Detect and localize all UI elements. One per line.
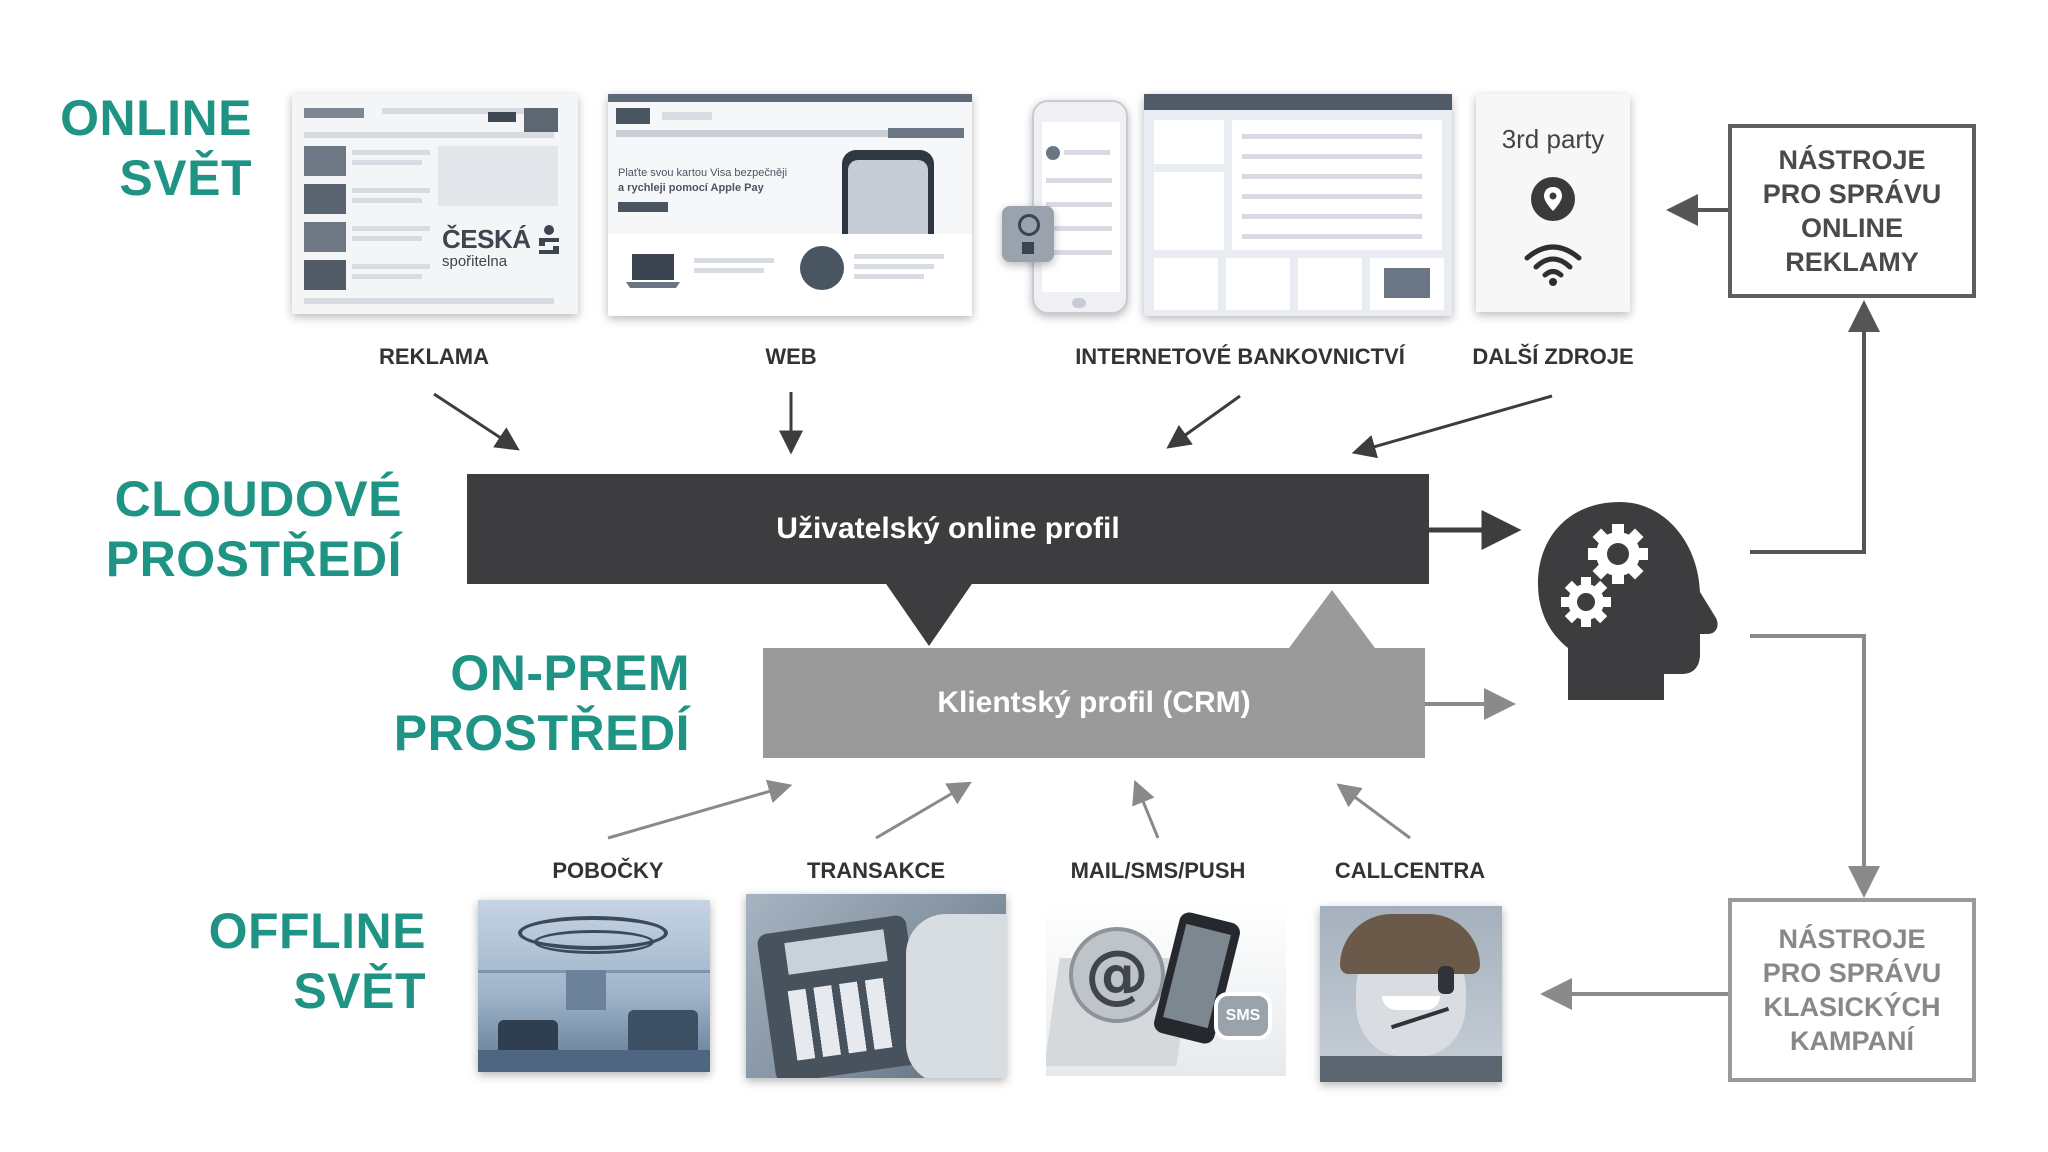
tools-classic-line4: KAMPANÍ bbox=[1789, 1026, 1914, 1056]
source-label-messaging: MAIL/SMS/PUSH bbox=[1070, 858, 1246, 883]
arrow-other-to-profile bbox=[1351, 394, 1553, 459]
ad-brand-subtitle: spořitelna bbox=[442, 253, 508, 270]
crm-profile-label: Klientský profil (CRM) bbox=[937, 686, 1251, 719]
laptop-icon bbox=[626, 254, 680, 288]
arrow-reklama-to-profile bbox=[433, 392, 520, 451]
at-sign-icon: @ bbox=[1069, 927, 1165, 1023]
tools-classic-line1: NÁSTROJE bbox=[1778, 924, 1926, 954]
tools-online-line2: PRO SPRÁVU bbox=[1762, 179, 1942, 209]
arrow-branches-to-crm bbox=[607, 779, 793, 840]
online-profile-pointer bbox=[882, 578, 976, 646]
web-promo-line1: Plaťte svou kartou Visa bezpečněji bbox=[618, 167, 788, 179]
ceska-sporitelna-ad: ČESKÁ spořitelna bbox=[442, 224, 566, 280]
zone-cloud-line1: CLOUDOVÉ bbox=[114, 471, 402, 527]
zone-offline-line1: OFFLINE bbox=[208, 903, 426, 959]
crm-profile-pointer bbox=[1286, 590, 1378, 652]
zone-online-heading: ONLINE SVĚT bbox=[40, 88, 252, 208]
tools-classic-line3: KLASICKÝCH bbox=[1763, 992, 1941, 1022]
sms-bubble-icon: SMS bbox=[1214, 992, 1272, 1040]
zone-cloud-heading: CLOUDOVÉ PROSTŘEDÍ bbox=[80, 469, 402, 589]
source-label-branches: POBOČKY bbox=[552, 858, 664, 883]
transactions-photo bbox=[746, 894, 1006, 1078]
zone-offline-heading: OFFLINE SVĚT bbox=[180, 901, 426, 1021]
arrow-banking-to-profile bbox=[1166, 394, 1241, 449]
messaging-photo: @ SMS bbox=[1046, 900, 1286, 1076]
location-pin-icon bbox=[1531, 177, 1575, 221]
ad-brand-title: ČESKÁ bbox=[442, 224, 531, 254]
source-label-other: DALŠÍ ZDROJE bbox=[1472, 344, 1634, 369]
zone-onprem-heading: ON-PREM PROSTŘEDÍ bbox=[380, 643, 690, 763]
zone-onprem-line2: PROSTŘEDÍ bbox=[393, 705, 690, 761]
arrow-transactions-to-crm bbox=[875, 781, 972, 840]
tools-classic-line2: PRO SPRÁVU bbox=[1762, 958, 1942, 988]
wifi-icon bbox=[1524, 244, 1582, 286]
source-label-web: WEB bbox=[765, 344, 817, 369]
ad-screenshot: ČESKÁ spořitelna bbox=[292, 94, 578, 314]
source-label-callcenter: CALLCENTRA bbox=[1334, 858, 1486, 883]
tools-online-line4: REKLAMY bbox=[1785, 247, 1919, 277]
tools-online-ads-box: NÁSTROJE PRO SPRÁVU ONLINE REKLAMY bbox=[1728, 124, 1976, 298]
banking-notification-badge bbox=[1002, 206, 1054, 262]
arrow-brain-to-online-tools bbox=[1750, 300, 1880, 554]
sms-bubble-label: SMS bbox=[1225, 1007, 1261, 1024]
zone-online-line2: SVĚT bbox=[119, 150, 252, 206]
callcenter-photo bbox=[1320, 906, 1502, 1082]
zone-onprem-line1: ON-PREM bbox=[450, 645, 690, 701]
web-screenshot: Plaťte svou kartou Visa bezpečněji a ryc… bbox=[608, 94, 972, 316]
tools-online-line1: NÁSTROJE bbox=[1778, 145, 1926, 175]
third-party-label: 3rd party bbox=[1501, 124, 1605, 154]
zone-online-line1: ONLINE bbox=[60, 90, 252, 146]
banking-phone-screenshot bbox=[1032, 100, 1128, 314]
gear-small-icon bbox=[1561, 577, 1611, 627]
crm-profile-bar: Klientský profil (CRM) bbox=[763, 648, 1425, 758]
banking-desktop-screenshot bbox=[1144, 94, 1452, 316]
tools-classic-campaigns-box: NÁSTROJE PRO SPRÁVU KLASICKÝCH KAMPANÍ bbox=[1728, 898, 1976, 1082]
source-label-reklama: REKLAMA bbox=[379, 344, 489, 369]
online-profile-label: Uživatelský online profil bbox=[776, 512, 1120, 545]
arrow-brain-to-classic-tools bbox=[1750, 634, 1880, 898]
zone-offline-line2: SVĚT bbox=[293, 963, 426, 1019]
online-profile-bar: Uživatelský online profil bbox=[467, 474, 1429, 584]
tools-online-line3: ONLINE bbox=[1800, 213, 1903, 243]
web-promo-line2: a rychleji pomocí Apple Pay bbox=[618, 182, 764, 194]
arrow-messaging-to-crm bbox=[1132, 779, 1160, 839]
sporitelna-logo-icon bbox=[539, 225, 559, 254]
zone-cloud-line2: PROSTŘEDÍ bbox=[105, 531, 402, 587]
brain-gears-icon bbox=[1538, 502, 1718, 700]
branches-photo bbox=[478, 900, 710, 1072]
source-label-transactions: TRANSAKCE bbox=[806, 858, 946, 883]
web-promo-text: Plaťte svou kartou Visa bezpečněji a ryc… bbox=[618, 166, 818, 196]
arrow-callcenter-to-crm bbox=[1336, 783, 1411, 840]
source-label-banking: INTERNETOVÉ BANKOVNICTVÍ bbox=[1075, 344, 1405, 369]
third-party-card: 3rd party bbox=[1476, 94, 1630, 312]
svg-text:@: @ bbox=[1085, 938, 1149, 1012]
